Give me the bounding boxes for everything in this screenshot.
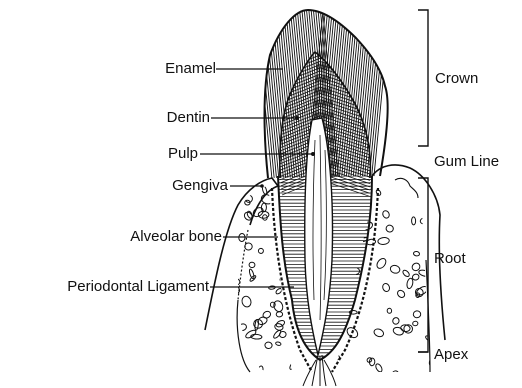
label-crown: Crown (435, 70, 478, 88)
label-gengiva: Gengiva (130, 177, 228, 195)
apex-fibers (303, 355, 336, 386)
label-dentin: Dentin (130, 109, 210, 127)
label-gum-line: Gum Line (434, 153, 499, 171)
label-apex: Apex (434, 346, 468, 364)
label-enamel: Enamel (136, 60, 216, 78)
label-root: Root (434, 250, 466, 268)
label-alveolar-bone: Alveolar bone (68, 228, 222, 246)
label-periodontal-ligament: Periodontal Ligament (4, 278, 209, 296)
label-pulp: Pulp (120, 145, 198, 163)
